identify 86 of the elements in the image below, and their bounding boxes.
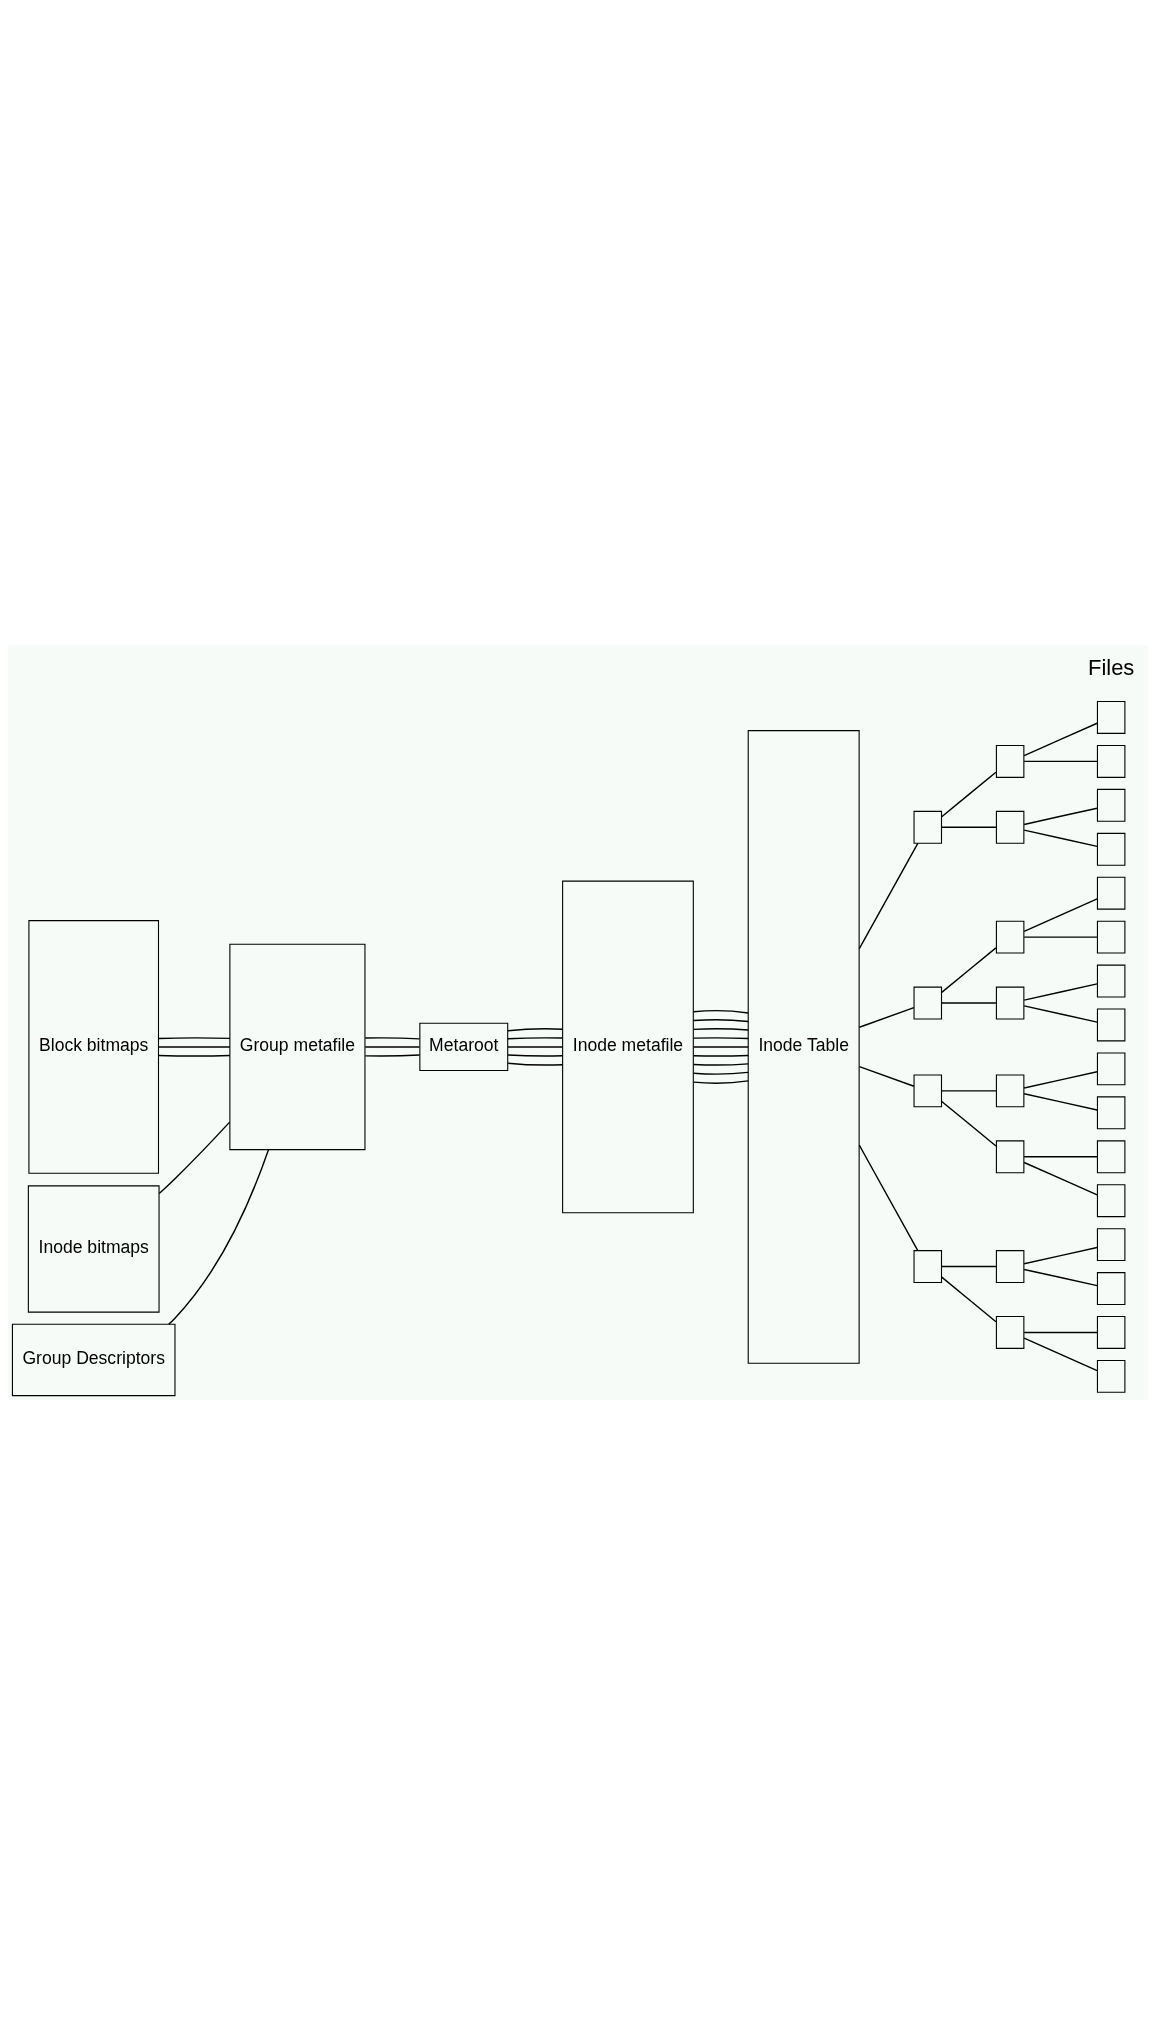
node-box	[913, 1073, 943, 1107]
node-box: Inode bitmaps	[27, 1184, 160, 1313]
node-box	[1096, 964, 1126, 997]
connector	[941, 946, 997, 993]
node-box	[1096, 1183, 1126, 1217]
connector	[1023, 828, 1098, 847]
connector	[1023, 807, 1098, 825]
connector	[692, 1036, 749, 1039]
node-box	[913, 810, 943, 844]
connector	[941, 1100, 997, 1147]
node-box	[995, 1249, 1025, 1283]
connector	[941, 826, 997, 828]
connector	[858, 1065, 915, 1087]
node-box	[1096, 788, 1126, 822]
node-box	[995, 1139, 1025, 1173]
connector	[507, 1053, 564, 1057]
connector	[1023, 722, 1098, 756]
connector	[692, 1009, 749, 1014]
connector	[1023, 1331, 1098, 1333]
node-box	[1096, 1051, 1126, 1085]
node-box	[1096, 1008, 1126, 1041]
node-box	[1096, 1139, 1126, 1173]
connector	[1023, 1268, 1098, 1286]
node-box: Inode metafile	[562, 880, 694, 1213]
connector	[692, 1054, 749, 1057]
connector	[157, 1054, 231, 1057]
node-box	[1096, 1315, 1126, 1349]
connector	[692, 1062, 749, 1066]
node-box	[1096, 744, 1126, 778]
connector	[1023, 1092, 1098, 1111]
connector	[941, 1089, 997, 1092]
node-box	[995, 1073, 1025, 1107]
label: Files	[1087, 654, 1135, 680]
connector	[1023, 1155, 1098, 1157]
connector	[941, 1001, 997, 1004]
node-box	[995, 986, 1025, 1019]
connector	[858, 842, 919, 949]
connector	[692, 1045, 749, 1048]
connector	[158, 1120, 231, 1194]
connector	[858, 1143, 919, 1251]
connector	[692, 1018, 749, 1022]
connector	[507, 1036, 564, 1040]
connector	[1023, 1004, 1098, 1023]
connector	[1023, 1070, 1098, 1089]
connector	[364, 1036, 421, 1040]
connector	[1023, 1161, 1098, 1196]
connector	[168, 1148, 270, 1325]
node-box	[1096, 832, 1126, 866]
node-box	[1096, 1095, 1126, 1129]
node-box	[995, 810, 1025, 844]
node-box	[913, 1249, 943, 1283]
node-box	[1096, 700, 1126, 734]
connector	[507, 1061, 564, 1066]
node-box	[1096, 1359, 1126, 1393]
node-box: Block bitmaps	[28, 919, 160, 1174]
node-box: Inode Table	[747, 729, 860, 1364]
connector	[364, 1053, 421, 1057]
node-box: Group Descriptors	[11, 1323, 176, 1396]
node-box	[995, 744, 1025, 778]
connector	[941, 1275, 997, 1322]
connector	[941, 1265, 997, 1267]
connector	[157, 1036, 231, 1039]
connector	[692, 1071, 749, 1075]
connector	[692, 1079, 749, 1084]
connector	[1023, 982, 1098, 1001]
node-box: Metaroot	[419, 1022, 509, 1071]
node-box	[995, 920, 1025, 954]
node-box	[1096, 1271, 1126, 1305]
connector	[364, 1045, 421, 1048]
connector	[1023, 760, 1098, 762]
connector	[1023, 935, 1098, 938]
connector	[1023, 1246, 1098, 1264]
node-box	[995, 1315, 1025, 1349]
connector	[941, 770, 997, 817]
connector	[1023, 897, 1098, 932]
node-box	[1096, 920, 1126, 954]
connector	[507, 1027, 564, 1031]
connector	[1023, 1337, 1098, 1371]
node-box	[1096, 876, 1126, 910]
node-box: Group metafile	[229, 943, 366, 1150]
node-box	[1096, 1227, 1126, 1261]
connector	[157, 1045, 231, 1048]
connector	[692, 1027, 749, 1031]
node-box	[913, 986, 943, 1019]
connector	[858, 1006, 915, 1028]
connector	[507, 1045, 564, 1048]
